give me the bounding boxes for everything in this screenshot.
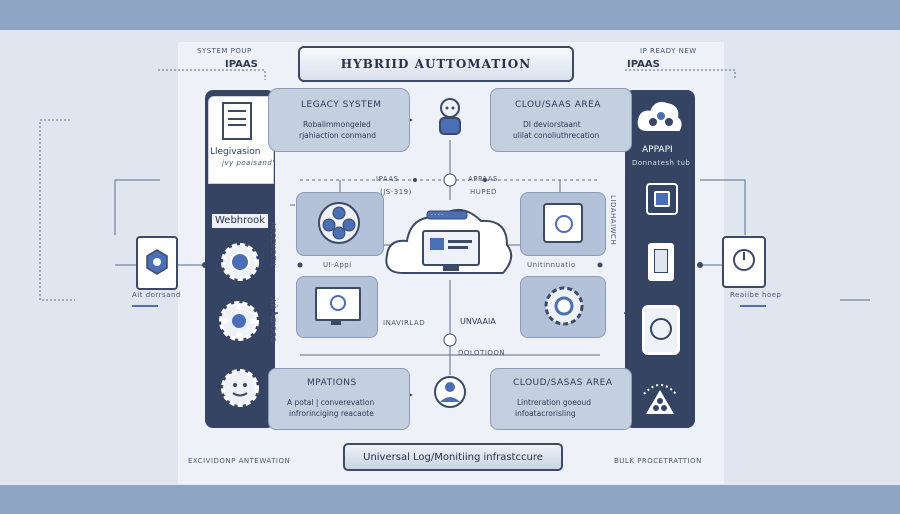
right-device-icon: [722, 236, 766, 288]
cloud-sasas-line1: Lintreration goeoud: [517, 398, 591, 407]
cloud-saas-line2: ulilat conoliuthrecation: [513, 131, 600, 140]
gear-cell: [520, 276, 606, 338]
legacy-rail-sublabel: jvy poaisand': [222, 159, 275, 167]
bottom-right-label: BULK PROCETRATTION: [614, 457, 702, 465]
cloud-sasas-box: CLOUD/SASAS AREA Lintreration goeoud inf…: [490, 368, 632, 430]
appapi-label: APPAPI: [642, 145, 673, 155]
monitor-icon: [315, 287, 361, 321]
workflow-chip-icon: [543, 203, 583, 243]
cloud-saas-title: CLOU/SAAS AREA: [515, 100, 601, 110]
cloud-saas-box: CLOU/SAAS AREA DI deviorstaant ulilat co…: [490, 88, 632, 152]
legacy-system-title: LEGACY SYSTEM: [301, 100, 382, 110]
mpations-line1: A potal | converevation: [287, 398, 375, 407]
legacy-system-line2: rjahiaction conmand: [299, 131, 376, 140]
monitoring-footer: Universal Log/Monitiing infrastccure: [343, 443, 563, 471]
left-vertical-label-upper: АСССНОПІІ: [269, 222, 277, 267]
server-tag: - - - -: [431, 212, 443, 218]
ip-ready-label: IP READY NEW: [640, 47, 697, 55]
apaas-label: APPAAS: [468, 175, 498, 183]
network-gear-icon: [219, 301, 259, 341]
mpations-line2: infrorinciging reacaote: [289, 409, 374, 418]
gear-network-icon: [544, 286, 584, 326]
user-icon: [434, 376, 466, 408]
ui-app-cell: [296, 192, 384, 256]
document-icon: [222, 102, 252, 140]
ipaas-right-label: IPAAS: [627, 59, 660, 70]
right-vertical-label: LIDAHAIWCH: [609, 195, 617, 246]
right-device-label: Reaiibe hoep: [730, 291, 782, 299]
bottom-left-label: EXCIVIDONP ANTEWATION: [188, 457, 291, 465]
diagram-title: HYBRIID AUTTOMATION: [298, 46, 574, 82]
left-vertical-label-lower: АЙ АДІООЗ: [269, 298, 277, 343]
cloud-sasas-line2: infoatacrorisling: [515, 409, 576, 418]
integration-cell-label: Unitinnuatio: [527, 261, 576, 269]
chip-icon: [646, 183, 678, 215]
gear-icon: [221, 243, 259, 281]
cloud-nodes-icon: [637, 102, 682, 131]
left-device-label: Ait dorrsand: [132, 291, 181, 299]
bottom-band: [0, 485, 900, 514]
ipaas-left-label: IPAAS: [225, 59, 258, 70]
cloud-server-icon: [385, 209, 513, 274]
cloud-sasas-title: CLOUD/SASAS AREA: [513, 378, 613, 388]
integration-cell: [520, 192, 606, 256]
phone-face-icon: [642, 305, 680, 355]
ipaas-center-label: IPAAS: [376, 175, 399, 183]
legacy-system-box: LEGACY SYSTEM Robalimmongeled rjahiactio…: [268, 88, 410, 152]
ui-app-label: UI-Appi: [323, 261, 352, 269]
mpations-box: MPATIONS A potal | converevation infrori…: [268, 368, 410, 430]
monitor-cell: [296, 276, 378, 338]
apaas-sublabel: HUPED: [470, 188, 497, 196]
unvaaia-label: UNVAAIA: [460, 317, 496, 326]
robot-icon: [439, 98, 461, 135]
cloud-saas-line1: DI deviorstaant: [523, 120, 581, 129]
face-gear-icon: [221, 369, 259, 407]
webhook-label: Webhrook: [212, 214, 269, 228]
mpations-title: MPATIONS: [307, 378, 357, 388]
appapi-sublabel: Donnatesh tub: [632, 159, 691, 167]
alert-cloud-icon: [643, 384, 677, 414]
legacy-system-line1: Robalimmongeled: [303, 120, 371, 129]
top-band: [0, 0, 900, 30]
dolotion-label: DOLOTIOON: [458, 349, 506, 357]
left-device-icon: [136, 236, 178, 290]
ipaas-center-sublabel: (JS-319): [380, 188, 412, 196]
node-cluster-icon: [318, 202, 360, 244]
inavirlad-label: INAVIRLAD: [383, 319, 426, 327]
tablet-icon: [648, 243, 674, 281]
legacy-rail-label: Llegivasion: [210, 147, 261, 157]
system-group-label: SYSTEM POUP: [197, 47, 252, 55]
